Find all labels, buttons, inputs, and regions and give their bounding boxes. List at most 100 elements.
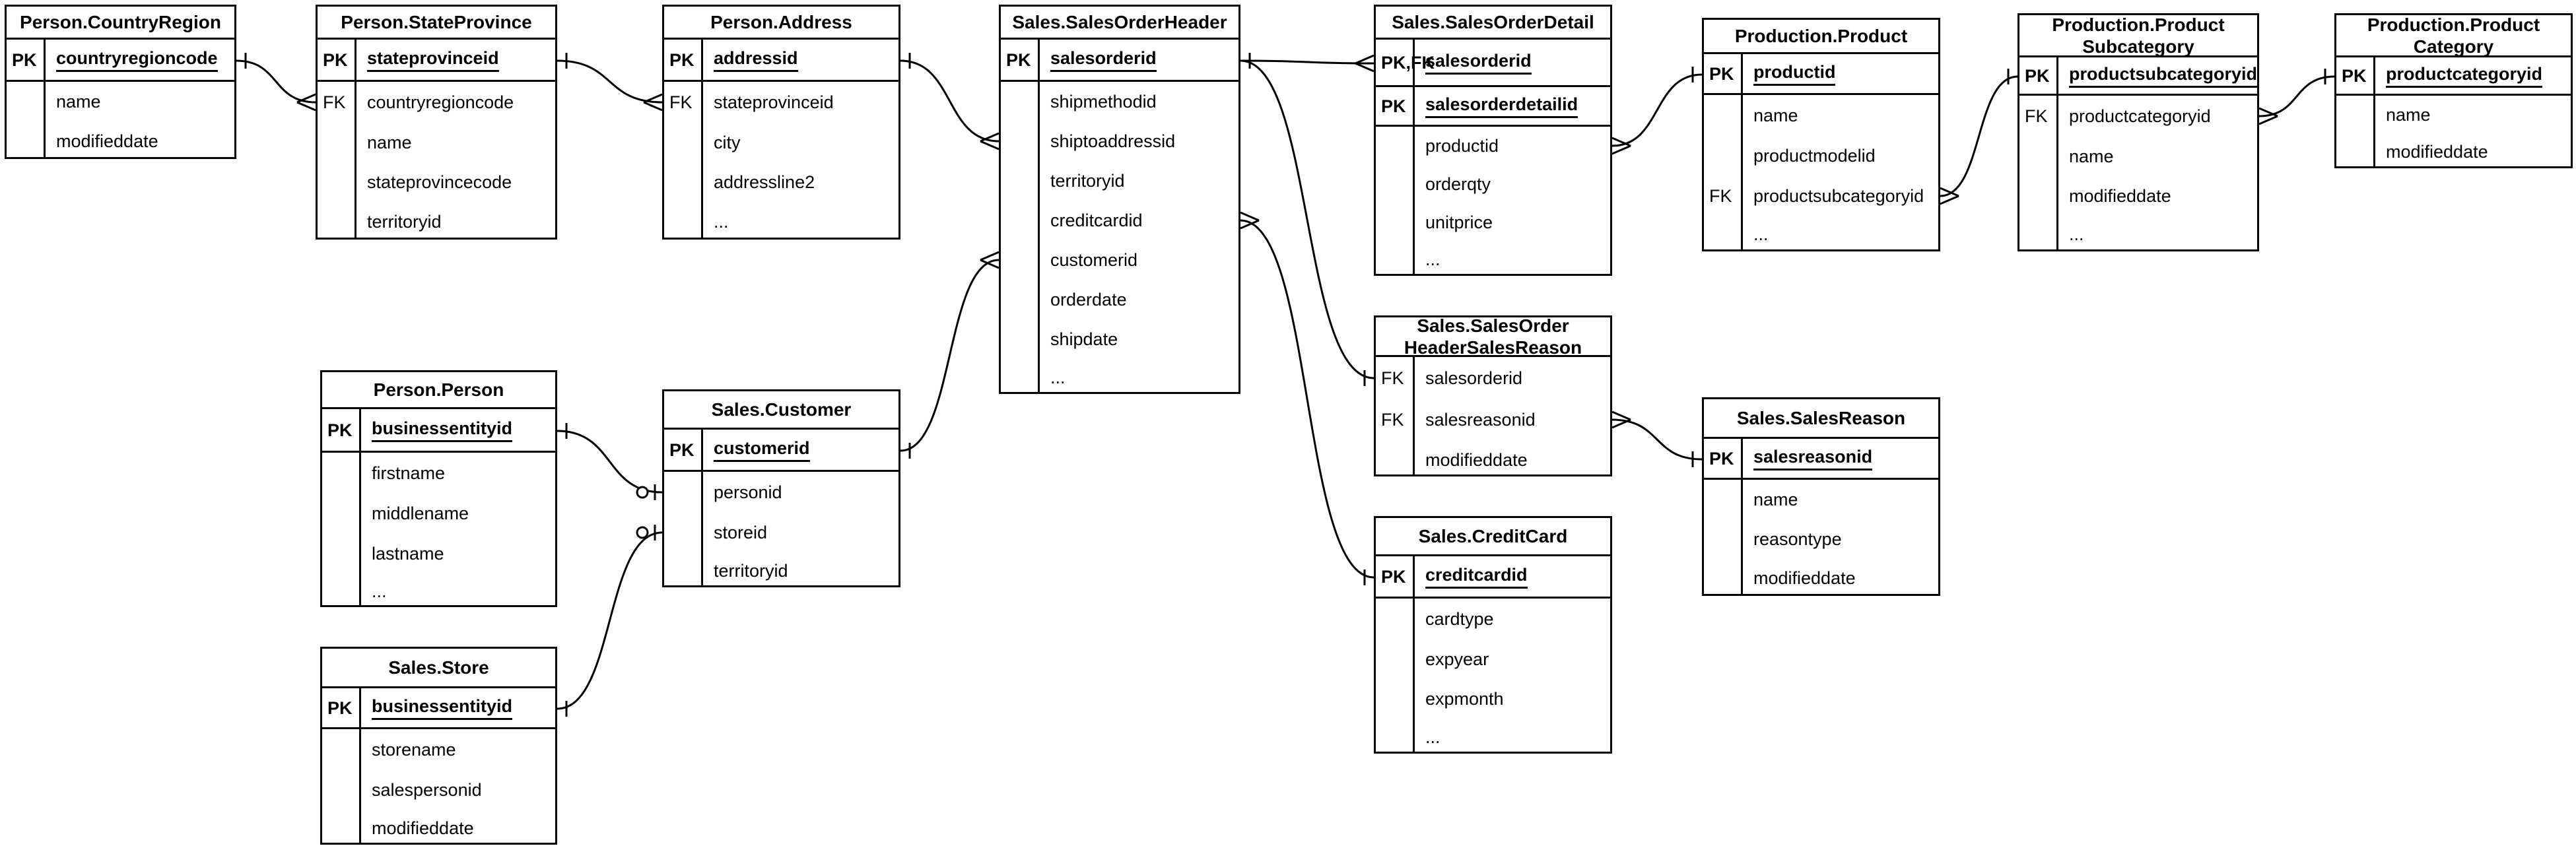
field-name: city <box>714 132 741 152</box>
connector-product-productsubcategory[interactable] <box>1940 69 2018 205</box>
field-name: ... <box>372 581 387 601</box>
connector-sohsalesreason-salesreason[interactable] <box>1611 410 1703 467</box>
field-name: salesorderid <box>1425 368 1523 388</box>
connector-stateprovince-address[interactable] <box>557 53 663 112</box>
field-cell: salespersonid <box>361 770 555 810</box>
field-name: expmonth <box>1425 688 1504 709</box>
key-cell-empty <box>1001 280 1040 319</box>
field-cell: countryregioncode <box>356 82 555 123</box>
table-title-line: Person.Person <box>373 379 504 400</box>
connector-salesorderdetail-product[interactable] <box>1611 67 1703 155</box>
field-name: stateprovincecode <box>367 172 512 192</box>
table-row: territoryid <box>1001 161 1238 201</box>
key-cell-empty <box>1001 240 1040 280</box>
key-cell-empty <box>2336 96 2375 134</box>
field-name: stateprovinceid <box>714 92 834 112</box>
table-row: orderqty <box>1376 165 1610 203</box>
key-label: FK <box>1376 357 1415 399</box>
field-cell: ... <box>1743 216 1938 249</box>
field-name: territoryid <box>714 560 788 581</box>
key-cell-empty <box>1376 165 1415 203</box>
field-name: name <box>367 132 412 152</box>
connector-customer-salesorderheader[interactable] <box>900 251 1000 459</box>
field-cell: territoryid <box>703 552 898 585</box>
field-name: productcategoryid <box>2069 106 2211 126</box>
field-name: countryregioncode <box>56 48 218 72</box>
key-label: PK <box>1376 87 1415 125</box>
field-name: name <box>1753 105 1798 125</box>
connector-salesorderheader-creditcard[interactable] <box>1240 211 1374 585</box>
field-name: salesorderdetailid <box>1425 94 1578 118</box>
table-title-line: Person.StateProvince <box>341 12 532 32</box>
key-label: FK <box>664 82 703 123</box>
field-cell: name <box>1743 480 1938 519</box>
field-name: personid <box>714 482 782 502</box>
table-title-line: Sales.Store <box>388 657 489 678</box>
table-row: modifieddate <box>7 121 234 157</box>
connector-productsubcategory-productcategory[interactable] <box>2258 69 2335 125</box>
table-row: reasontype <box>1704 519 1938 559</box>
table-title-line: Sales.Customer <box>711 399 852 420</box>
field-name: shipdate <box>1050 329 1118 349</box>
field-name: orderqty <box>1425 174 1491 194</box>
key-cell-empty <box>2336 134 2375 166</box>
key-cell-empty <box>2019 176 2058 216</box>
key-cell-empty <box>318 123 356 162</box>
key-label: PK <box>664 430 703 470</box>
field-cell: storename <box>361 729 555 770</box>
field-name: stateprovinceid <box>367 48 499 72</box>
field-name: addressline2 <box>714 172 815 192</box>
connector-person-customer[interactable] <box>557 423 663 500</box>
key-cell-empty <box>1376 440 1415 474</box>
table-row: expmonth <box>1376 679 1610 719</box>
connector-salesorderheader-sohsalesreason[interactable] <box>1240 59 1374 386</box>
key-cell-empty <box>322 453 361 494</box>
field-cell: businessentityid <box>361 409 555 451</box>
key-cell-empty <box>7 82 46 121</box>
connector-address-salesorderheader[interactable] <box>900 53 1000 150</box>
table-title-line: Sales.SalesOrderDetail <box>1392 12 1594 32</box>
field-name: ... <box>1425 249 1441 269</box>
table-row: orderdate <box>1001 280 1238 319</box>
field-name: ... <box>2069 224 2084 244</box>
key-cell-empty <box>322 534 361 573</box>
table-title-line: Category <box>2413 36 2494 57</box>
field-cell: ... <box>1040 359 1238 392</box>
key-cell-empty <box>1376 127 1415 165</box>
field-cell: modifieddate <box>46 121 234 157</box>
key-cell-empty <box>1704 95 1743 136</box>
key-cell-empty <box>318 162 356 202</box>
table-row: middlename <box>322 494 555 534</box>
table-title-line: Subcategory <box>2082 36 2194 57</box>
field-cell: stateprovinceid <box>356 40 555 80</box>
key-cell-empty <box>7 121 46 157</box>
key-cell-empty <box>318 202 356 238</box>
connector-store-customer[interactable] <box>557 525 663 717</box>
connector-salesorderheader-salesorderdetail[interactable] <box>1240 53 1374 73</box>
table-row: ... <box>322 573 555 605</box>
key-cell-empty <box>664 162 703 202</box>
connector-countryregion-stateprovince[interactable] <box>236 53 316 112</box>
table-title: Person.CountryRegion <box>7 7 234 40</box>
key-label: PK <box>1704 54 1743 93</box>
table-title-line: Sales.SalesOrderHeader <box>1012 12 1227 32</box>
field-cell: modifieddate <box>2058 176 2257 216</box>
key-cell-empty <box>1704 136 1743 176</box>
